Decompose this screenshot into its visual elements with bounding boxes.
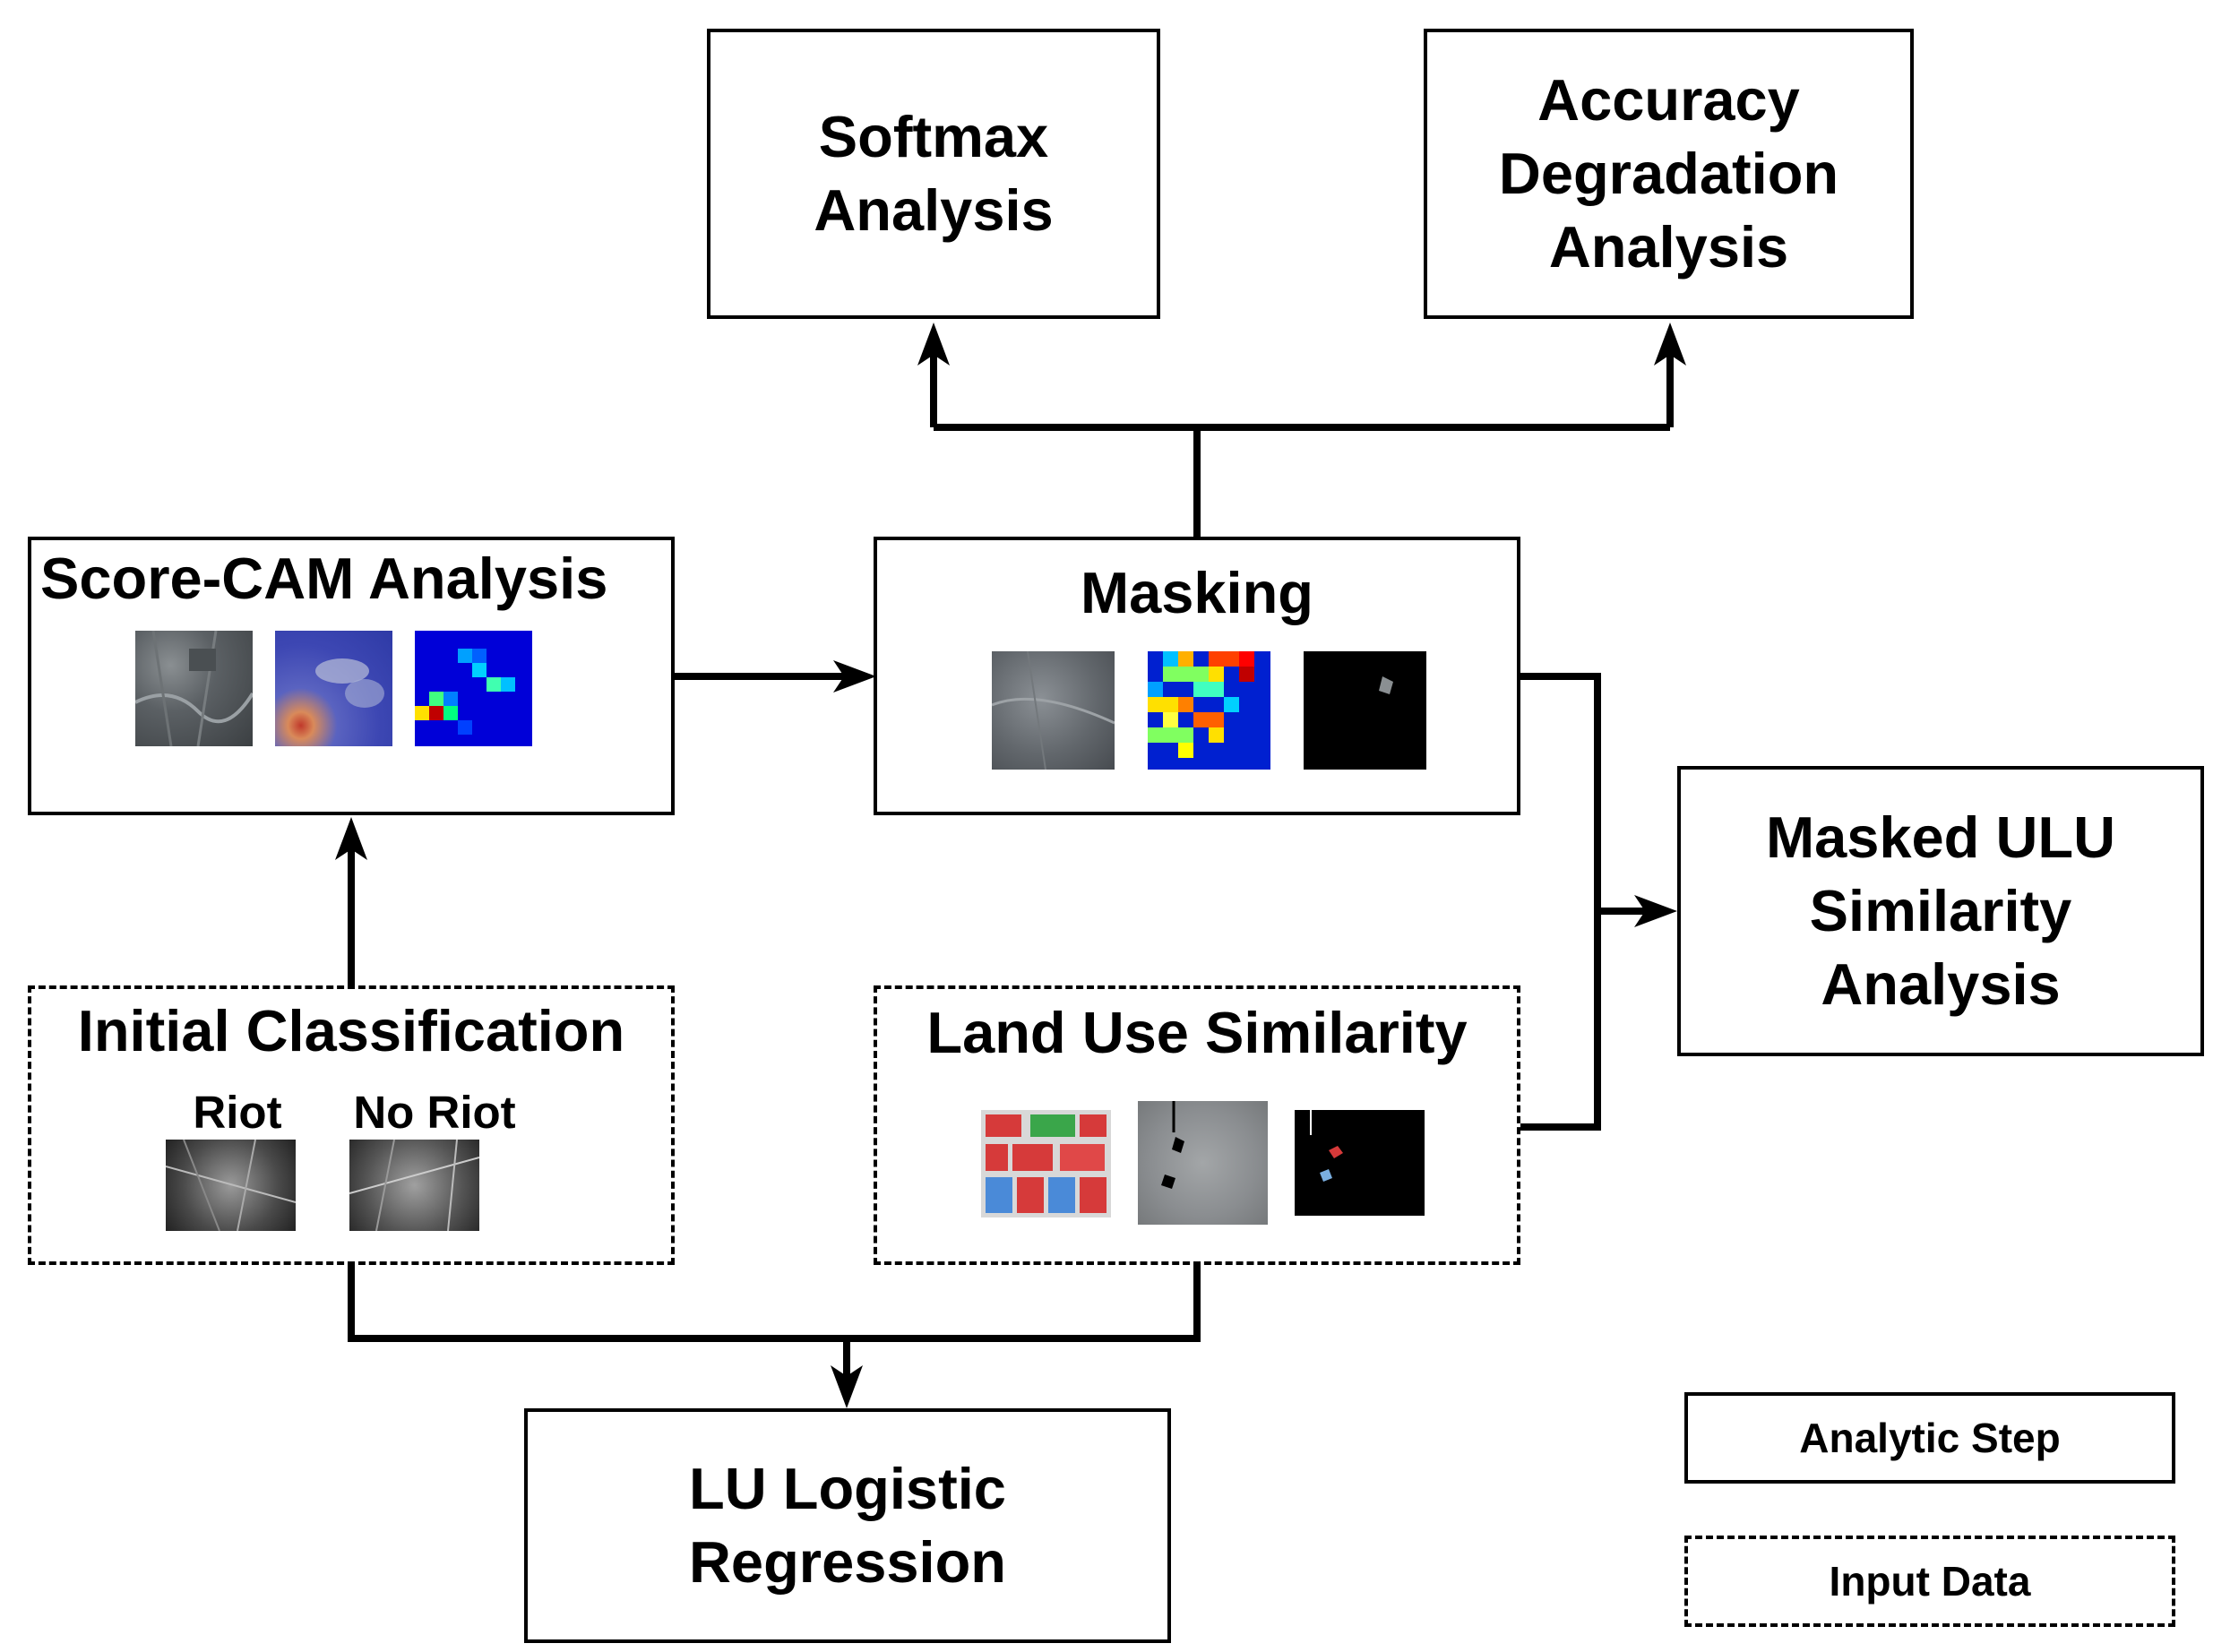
accuracy-line3: Analysis <box>1548 214 1789 280</box>
land-use-satellite-thumb <box>1138 1101 1268 1225</box>
masking-to-ulu-line <box>1520 673 1601 1131</box>
arrowhead-masking <box>833 660 876 693</box>
lu-logistic-regression-box: LU Logistic Regression <box>524 1408 1171 1643</box>
masked-ulu-line1: Masked ULU <box>1765 804 2116 870</box>
masking-original-texture <box>992 651 1115 770</box>
masked-ulu-line2: Similarity <box>1809 878 2072 943</box>
masking-masked-patch <box>1379 676 1393 694</box>
riot-label: Riot <box>193 1087 282 1138</box>
riot-image-thumb <box>166 1140 296 1231</box>
score-cam-title: Score-CAM Analysis <box>40 546 608 611</box>
satellite-image-thumb <box>135 631 253 746</box>
masked-ulu-line3: Analysis <box>1821 951 2061 1017</box>
land-use-satellite-marks <box>1161 1101 1184 1189</box>
lu-logistic-line2: Regression <box>688 1529 1006 1595</box>
heatmap-cloud <box>315 658 384 708</box>
score-cam-box: Score-CAM Analysis <box>28 537 675 815</box>
no-riot-image-texture <box>349 1140 479 1231</box>
initial-classification-title: Initial Classification <box>77 998 625 1063</box>
arrowhead-ulu <box>1634 895 1677 927</box>
accuracy-line1: Accuracy <box>1537 67 1800 133</box>
masking-title: Masking <box>1080 560 1314 625</box>
masking-box: Masking <box>874 537 1520 815</box>
no-riot-label: No Riot <box>353 1087 516 1138</box>
arrowhead-lu-logistic <box>831 1365 863 1408</box>
land-use-map-blocks <box>986 1114 1106 1213</box>
no-riot-image-thumb <box>349 1140 479 1231</box>
arrowhead-softmax <box>917 323 950 366</box>
heatmap-overlay-thumb <box>275 631 392 746</box>
land-use-masked-patches <box>1310 1110 1343 1182</box>
riot-image-texture <box>166 1140 296 1231</box>
satellite-texture <box>135 631 253 746</box>
cam-grid-cells <box>415 649 515 735</box>
land-use-masked-thumb <box>1295 1110 1425 1216</box>
cam-grid-thumb <box>415 631 532 746</box>
softmax-line1: Softmax <box>818 104 1049 169</box>
softmax-line2: Analysis <box>814 177 1054 243</box>
arrowhead-scorecam <box>335 817 367 860</box>
arrowhead-accuracy <box>1654 323 1686 366</box>
masked-ulu-box: Masked ULU Similarity Analysis <box>1677 766 2204 1056</box>
legend-analytic-step: Analytic Step <box>1684 1392 2175 1484</box>
accuracy-degradation-box: Accuracy Degradation Analysis <box>1424 29 1914 319</box>
land-use-similarity-title: Land Use Similarity <box>926 1000 1468 1065</box>
masking-heatmap-thumb <box>1148 651 1270 770</box>
initial-classification-box: Initial Classification Riot No Riot <box>28 985 675 1265</box>
masking-heatmap-cells <box>1148 651 1270 770</box>
legend-input-data-label: Input Data <box>1829 1558 2031 1605</box>
bottom-merge-line <box>348 1265 1201 1342</box>
legend-input-data: Input Data <box>1684 1536 2175 1627</box>
softmax-analysis-box: Softmax Analysis <box>707 29 1160 319</box>
masking-masked-thumb <box>1304 651 1426 770</box>
land-use-map-thumb <box>981 1110 1111 1217</box>
accuracy-line2: Degradation <box>1498 141 1839 206</box>
land-use-similarity-box: Land Use Similarity <box>874 985 1520 1265</box>
legend-analytic-step-label: Analytic Step <box>1799 1415 2061 1461</box>
lu-logistic-line1: LU Logistic <box>689 1456 1006 1521</box>
masking-original-thumb <box>992 651 1115 770</box>
